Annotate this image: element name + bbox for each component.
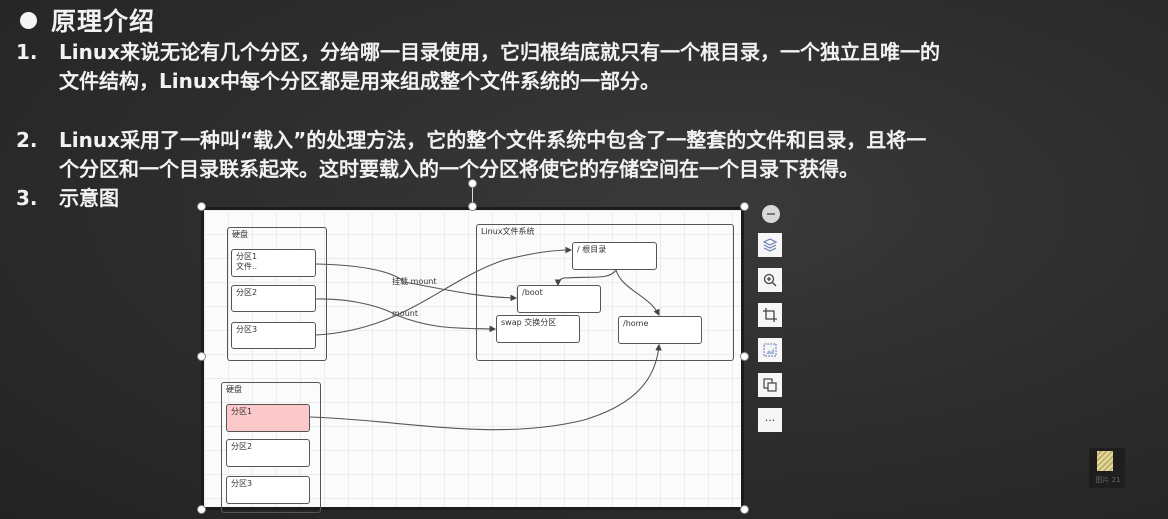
partition-label: 分区1: [231, 407, 253, 416]
diagram-image[interactable]: 硬盘 分区1 文件.. 分区2 分区3 硬盘 分区1 分区2 分区3 Linux…: [201, 207, 744, 513]
node-label: swap 交换分区: [501, 318, 557, 327]
fs-swap-node: swap 交换分区: [496, 315, 580, 343]
edge-label-mount-1: 挂载 mount: [392, 277, 437, 286]
item-line: Linux来说无论有几个分区，分给哪一目录使用，它归根结底就只有一个根目录，一个…: [59, 40, 940, 64]
slide-heading: 原理介绍: [16, 2, 155, 38]
zoom-in-button[interactable]: [758, 268, 782, 292]
item-number: 1.: [16, 40, 38, 64]
crop-button[interactable]: [758, 303, 782, 327]
item-line: Linux采用了一种叫“载入”的处理方法，它的整个文件系统中包含了一整套的文件和…: [59, 128, 927, 152]
disk2-partition-2: 分区2: [226, 439, 310, 467]
resize-handle-bottom-left[interactable]: [197, 505, 206, 514]
disk2-title: 硬盘: [226, 385, 242, 394]
linux-fs-title: Linux文件系统: [481, 227, 535, 236]
bullet-icon: [20, 11, 37, 29]
image-adjust-button[interactable]: [758, 338, 782, 362]
partition-label: 分区3: [236, 325, 258, 334]
partition-sub: 文件..: [236, 262, 258, 271]
minus-icon: [767, 213, 775, 215]
disk1-partition-1: 分区1 文件..: [231, 249, 316, 277]
item-line: 个分区和一个目录联系起来。这时要载入的一个分区将使它的存储空间在一个目录下获得。: [59, 157, 859, 181]
partition-label: 分区2: [236, 288, 258, 297]
image-toolbar: ···: [758, 205, 784, 443]
node-label: /home: [623, 319, 649, 328]
node-label: / 根目录: [577, 245, 607, 254]
edge-label-mount-2: mount: [392, 309, 418, 318]
copy-image-button[interactable]: [758, 373, 782, 397]
disk2-partition-3: 分区3: [226, 476, 310, 504]
item-line: 示意图: [59, 186, 119, 210]
node-label: /boot: [522, 288, 543, 297]
zoom-out-button[interactable]: [762, 205, 780, 223]
disk1-partition-2: 分区2: [231, 285, 316, 312]
partition-label: 分区1: [236, 252, 258, 261]
layers-icon: [762, 238, 778, 252]
item-number: 3.: [16, 186, 38, 210]
disk2-partition-1: 分区1: [226, 404, 310, 432]
resize-handle-left[interactable]: [197, 352, 206, 361]
resize-handle-top[interactable]: [468, 202, 477, 211]
layers-button[interactable]: [758, 233, 782, 257]
fs-root-node: / 根目录: [572, 242, 657, 270]
fs-home-node: /home: [618, 316, 702, 344]
fs-boot-node: /boot: [517, 285, 601, 313]
file-icon: [1097, 451, 1113, 471]
disk1-partition-3: 分区3: [231, 322, 316, 349]
item-number: 2.: [16, 128, 38, 152]
copy-icon: [763, 378, 777, 392]
more-icon: ···: [764, 413, 776, 427]
image-icon: [763, 343, 777, 357]
resize-handle-top-right[interactable]: [740, 202, 749, 211]
resize-handle-right[interactable]: [740, 352, 749, 361]
more-button[interactable]: ···: [758, 408, 782, 432]
rotate-handle-line: [472, 184, 473, 207]
partition-label: 分区2: [231, 442, 253, 451]
resize-handle-top-left[interactable]: [197, 202, 206, 211]
resize-handle-bottom-right[interactable]: [740, 505, 749, 514]
rotate-handle[interactable]: [468, 179, 477, 188]
partition-label: 分区3: [231, 479, 253, 488]
image-file-icon[interactable]: 图片 21: [1089, 448, 1125, 488]
disk2-container: 硬盘: [221, 382, 321, 513]
file-label: 图片 21: [1095, 476, 1121, 484]
heading-text: 原理介绍: [51, 7, 156, 36]
item-line: 文件结构，Linux中每个分区都是用来组成整个文件系统的一部分。: [59, 69, 660, 93]
crop-icon: [763, 308, 777, 322]
magnifier-icon: [763, 273, 777, 287]
disk1-title: 硬盘: [232, 230, 248, 239]
